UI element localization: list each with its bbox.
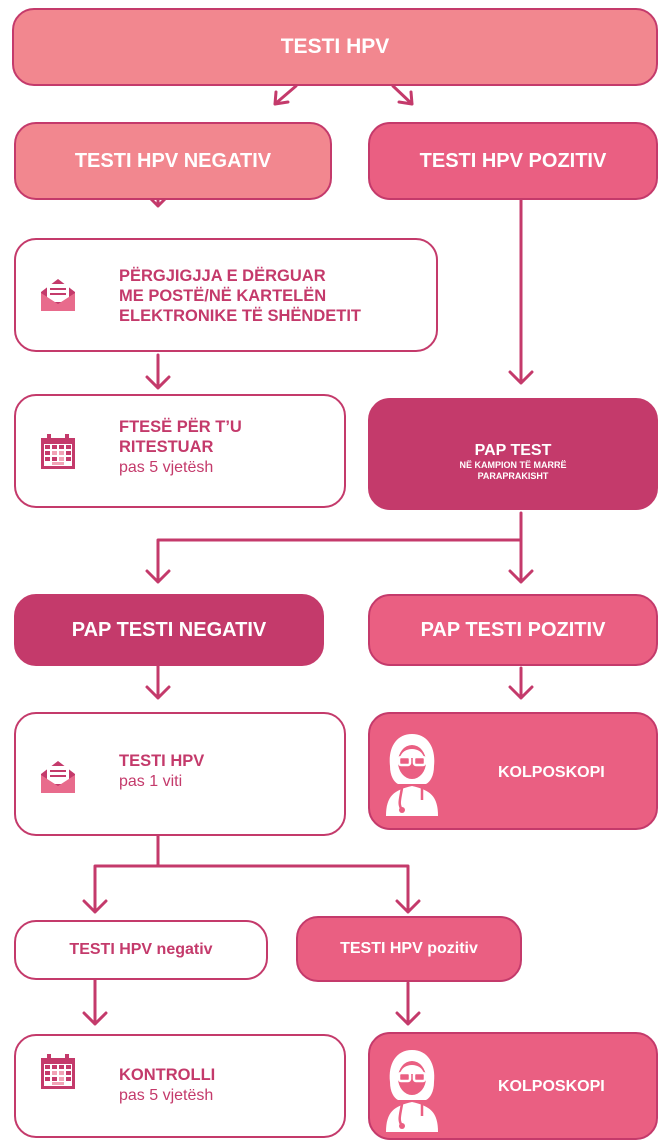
colposcopy-box-2: KOLPOSKOPI [368,1032,658,1140]
result-sent-line1: PËRGJIGJJA E DËRGUAR [119,267,326,285]
hpv-positive-title: TESTI HPV POZITIV [419,149,607,172]
hpv-one-year-box: TESTI HPV pas 1 viti [14,712,346,836]
hpv-positive-title-2: TESTI HPV pozitiv [340,940,478,957]
testi-hpv-box: TESTI HPV [12,8,658,86]
pap-test-line3: PARAPRAKISHT [477,470,549,481]
retest-line2: RITESTUAR [119,437,214,456]
envelope-icon [41,279,75,311]
pap-test-box: PAP TEST NË KAMPION TË MARRË PARAPRAKISH… [368,398,658,510]
pap-test-title: PAP TEST [474,441,552,459]
pap-test-line2: NË KAMPION TË MARRË [459,459,567,470]
hpv-one-year-title: TESTI HPV [119,752,205,770]
testi-hpv-title: TESTI HPV [280,35,390,58]
retest-invite-box: FTESË PËR T’U RITESTUAR pas 5 vjetësh [14,394,346,508]
calendar-icon [41,434,75,469]
pap-negative-title: PAP TESTI NEGATIV [71,618,267,641]
control-title: KONTROLLI [119,1066,216,1084]
hpv-one-year-subtext: pas 1 viti [119,772,183,790]
colposcopy-box-1: KOLPOSKOPI [368,712,658,830]
result-sent-line3: ELEKTRONIKE TË SHËNDETIT [119,306,362,325]
hpv-negative-title-2: TESTI HPV negativ [69,941,213,958]
hpv-positive-box: TESTI HPV POZITIV [368,122,658,200]
pap-positive-box: PAP TESTI POZITIV [368,594,658,666]
calendar-icon [41,1054,75,1089]
hpv-negative-box: TESTI HPV NEGATIV [14,122,332,200]
result-sent-box: PËRGJIGJJA E DËRGUAR ME POSTË/NË KARTELË… [14,238,438,352]
colposcopy-title-1: KOLPOSKOPI [498,764,605,781]
pap-positive-title: PAP TESTI POZITIV [420,618,606,641]
doctor-icon [386,734,438,816]
pap-negative-box: PAP TESTI NEGATIV [14,594,324,666]
doctor-icon [386,1050,438,1132]
hpv-positive-box-2: TESTI HPV pozitiv [296,916,522,982]
control-subtext: pas 5 vjetësh [119,1086,214,1104]
hpv-negative-box-2: TESTI HPV negativ [14,920,268,980]
retest-line1: FTESË PËR T’U [119,418,242,436]
result-sent-line2: ME POSTË/NË KARTELËN [119,286,327,305]
control-box: KONTROLLI pas 5 vjetësh [14,1034,346,1138]
envelope-icon [41,761,75,793]
colposcopy-title-2: KOLPOSKOPI [498,1078,605,1095]
hpv-negative-title: TESTI HPV NEGATIV [74,149,272,172]
retest-subtext: pas 5 vjetësh [119,458,214,476]
